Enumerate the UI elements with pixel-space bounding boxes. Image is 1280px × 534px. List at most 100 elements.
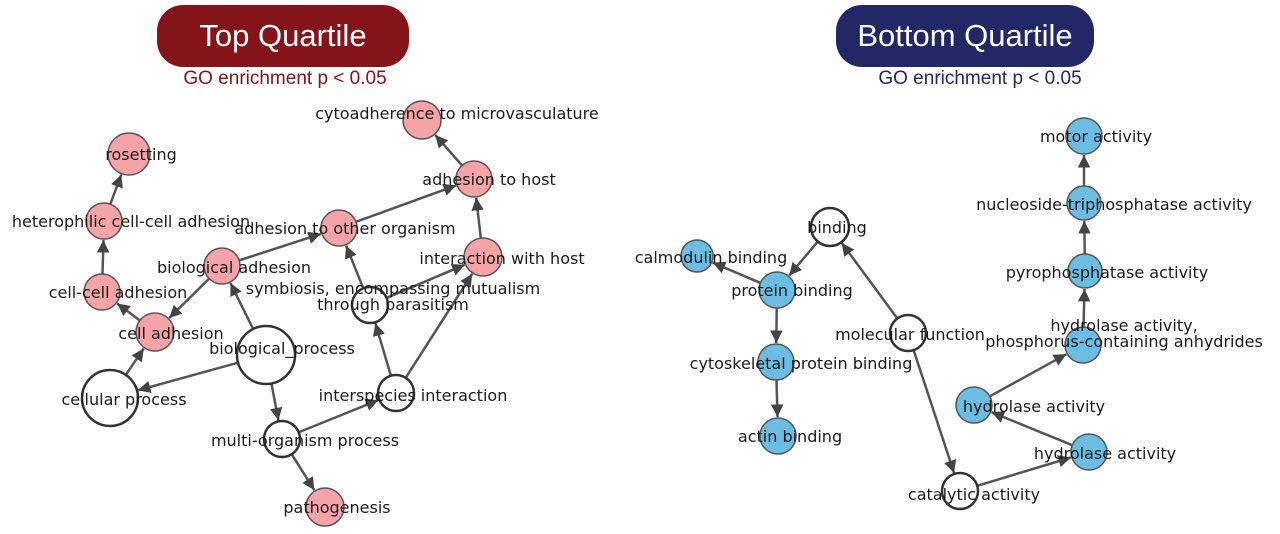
edge-bioproc-to-cellular — [137, 361, 239, 393]
node-label-multiorg: multi-organism process — [211, 431, 399, 450]
edge-cellular-to-celladh — [124, 347, 145, 376]
edge-bioadh-to-celladh — [168, 277, 211, 319]
edge-heterophilic-to-rosetting — [109, 174, 123, 205]
node-label-line: hydrolase activity — [963, 397, 1105, 416]
node-cytoskeletal — [757, 343, 795, 381]
node-label-line: protein binding — [731, 281, 853, 300]
edge-symbiosis-to-adhother — [344, 245, 365, 289]
node-label-line: nucleoside-triphosphatase activity — [976, 195, 1252, 214]
bottom-quartile-banner: Bottom Quartile — [836, 5, 1094, 67]
node-calmodulin — [680, 239, 714, 273]
node-label-line: interaction with host — [419, 249, 584, 268]
node-label-line: hydrolase activity — [1034, 444, 1176, 463]
node-label-binding: binding — [807, 218, 867, 237]
edge-binding-to-protein — [788, 240, 819, 277]
node-label-line: pathogenesis — [283, 498, 390, 517]
node-pathogenesis — [305, 487, 345, 527]
node-hydrophos — [1064, 326, 1102, 364]
node-label-catalytic: catalytic activity — [908, 485, 1040, 504]
node-label-line: calmodulin binding — [635, 248, 787, 267]
edge-interspecies-to-interhost — [404, 273, 474, 379]
node-ntpase — [1066, 185, 1102, 221]
node-label-line: biological_process — [209, 339, 355, 359]
node-label-line: hydrolase activity, — [1050, 316, 1197, 335]
node-label-line: adhesion to host — [422, 170, 555, 189]
node-label-molfunc: molecular function — [835, 325, 985, 344]
node-pyrophos — [1067, 253, 1103, 289]
edge-cytoskeletal-to-actin — [770, 379, 784, 418]
edge-multiorg-to-interspecies — [298, 398, 379, 434]
node-label-calmodulin: calmodulin binding — [635, 248, 787, 267]
node-label-pyrophos: pyrophosphatase activity — [1006, 263, 1208, 282]
node-heterophilic — [85, 202, 123, 240]
node-multiorg — [262, 419, 302, 459]
edge-bioproc-to-bioadh — [229, 282, 255, 330]
node-symbiosis — [350, 285, 390, 325]
node-label-cellcell: cell-cell adhesion — [49, 283, 188, 302]
node-rosetting — [107, 132, 151, 176]
node-interhost — [463, 237, 503, 277]
node-molfunc — [888, 313, 928, 353]
edge-adhother-to-adhhost — [355, 183, 457, 224]
node-label-line: biological adhesion — [157, 258, 311, 277]
node-label-bioadh: biological adhesion — [157, 258, 311, 277]
edge-catalytic-to-hydrolase2 — [976, 455, 1072, 487]
node-label-line: phosphorus-containing anhydrides — [985, 332, 1263, 351]
node-label-line: catalytic activity — [908, 485, 1040, 504]
edge-hydrolase2-to-hydrolase1 — [991, 411, 1073, 447]
node-label-line: molecular function — [835, 325, 985, 344]
top-quartile-title: Top Quartile — [199, 18, 367, 53]
node-label-line: cell adhesion — [118, 324, 223, 343]
node-label-heterophilic: heterophilic cell-cell adhesion — [12, 212, 250, 231]
node-hydrolase2 — [1070, 433, 1108, 471]
node-label-pathogenesis: pathogenesis — [283, 498, 390, 517]
node-label-cytoadh: cytoadherence to microvasculature — [315, 104, 598, 123]
node-label-motor: motor activity — [1040, 127, 1152, 146]
node-label-actin: actin binding — [738, 427, 842, 446]
node-interspecies — [376, 373, 416, 413]
edge-molfunc-to-binding — [840, 242, 899, 320]
edge-interspecies-to-symbiosis — [372, 322, 393, 377]
node-label-adhhost: adhesion to host — [422, 170, 555, 189]
node-label-ntpase: nucleoside-triphosphatase activity — [976, 195, 1252, 214]
node-adhhost — [455, 160, 493, 198]
top-quartile-banner: Top Quartile — [157, 5, 409, 67]
node-label-bioproc: biological_process — [209, 339, 355, 359]
node-label-cytoskeletal: cytoskeletal protein binding — [690, 354, 913, 373]
node-label-hydrolase1: hydrolase activity — [963, 397, 1105, 416]
node-motor — [1065, 117, 1103, 155]
edge-bioadh-to-adhother — [238, 231, 322, 262]
node-protein — [758, 271, 796, 309]
node-label-line: cytoskeletal protein binding — [690, 354, 913, 373]
node-label-line: pyrophosphatase activity — [1006, 263, 1208, 282]
node-label-line: cellular process — [61, 390, 186, 409]
bottom-quartile-title: Bottom Quartile — [857, 18, 1073, 53]
node-label-line: motor activity — [1040, 127, 1152, 146]
edge-cellcell-to-heterophilic — [96, 239, 110, 275]
node-cellcell — [83, 273, 121, 311]
node-label-line: through parasitism — [317, 295, 469, 314]
top-quartile-subtitle: GO enrichment p < 0.05 — [183, 68, 387, 89]
edge-celladh-to-cellcell — [116, 302, 141, 322]
node-label-line: symbiosis, encompassing mutualism — [246, 279, 540, 298]
node-label-line: multi-organism process — [211, 431, 399, 450]
node-label-adhother: adhesion to other organism — [234, 219, 455, 238]
node-label-line: adhesion to other organism — [234, 219, 455, 238]
edge-protein-to-calmodulin — [712, 261, 761, 285]
node-label-interhost: interaction with host — [419, 249, 584, 268]
node-binding — [809, 206, 851, 248]
node-bioadh — [203, 247, 241, 285]
node-label-hydrolase2: hydrolase activity — [1034, 444, 1176, 463]
node-label-line: rosetting — [105, 145, 176, 164]
edge-bioproc-to-multiorg — [269, 383, 283, 421]
edge-molfunc-to-catalytic — [912, 349, 957, 474]
node-adhother — [320, 209, 358, 247]
node-cellular — [80, 368, 140, 428]
node-bioproc — [235, 324, 297, 386]
node-label-interspecies: interspecies interaction — [319, 386, 508, 405]
node-label-line: cell-cell adhesion — [49, 283, 188, 302]
node-label-protein: protein binding — [731, 281, 853, 300]
node-label-celladh: cell adhesion — [118, 324, 223, 343]
node-label-cellular: cellular process — [61, 390, 186, 409]
